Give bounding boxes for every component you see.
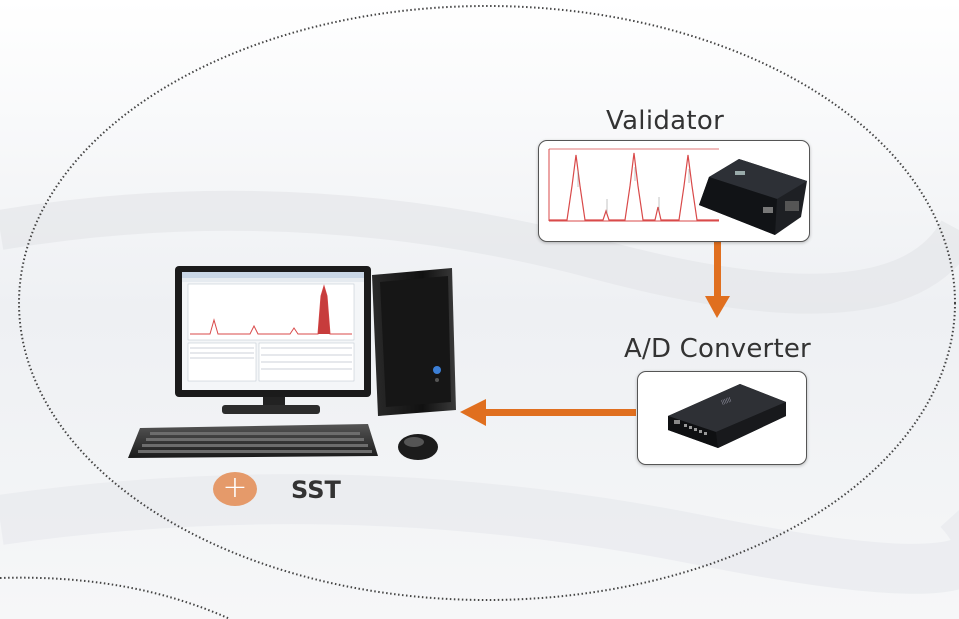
plus-icon: + [213,472,257,506]
svg-text:||||||: |||||| [721,396,733,405]
ad-converter-label: A/D Converter [624,334,811,364]
ad-converter-panel: |||||| [637,371,807,465]
validator-panel [538,140,810,242]
arrow-ad-to-computer [460,399,636,426]
sst-label: SST [291,476,341,504]
system-boundary-ellipse [18,5,956,601]
validator-box-icon [548,148,807,235]
ad-converter-box-icon: |||||| [668,384,786,448]
secondary-boundary-arc [0,576,231,619]
validator-label: Validator [606,106,725,136]
arrow-validator-to-ad [705,240,730,318]
desktop-computer-icon [128,266,456,460]
